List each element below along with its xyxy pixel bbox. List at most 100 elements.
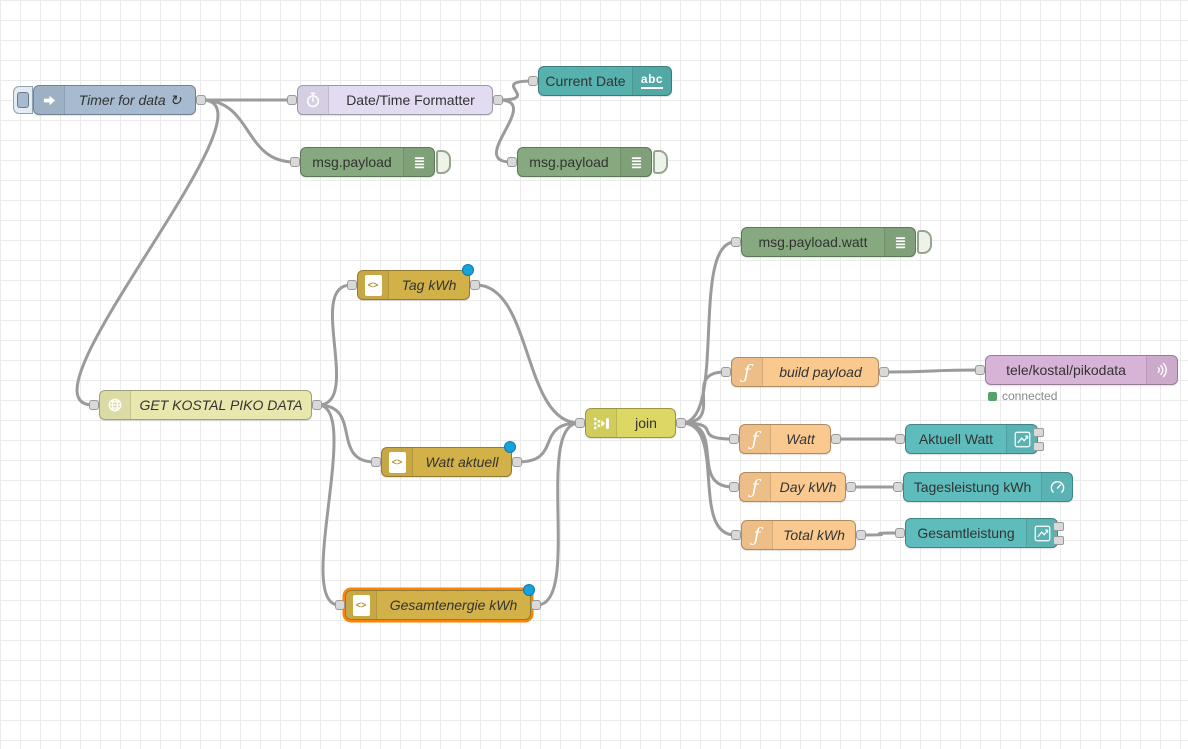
node-mqtt[interactable]: tele/kostal/pikodata connected — [975, 355, 1178, 403]
wire-join-to-total_fn[interactable] — [680, 421, 737, 537]
side-port[interactable] — [1053, 522, 1064, 531]
wire-join-to-build_payload[interactable] — [680, 370, 727, 425]
chart-line-icon — [1006, 425, 1037, 453]
wire-timer-to-debug1[interactable] — [200, 98, 296, 164]
wire-http-to-gesamt[interactable] — [316, 403, 341, 607]
input-port[interactable] — [895, 528, 905, 538]
wire-datetime-to-debug2[interactable] — [495, 98, 515, 164]
status-text: connected — [1002, 389, 1058, 403]
input-port[interactable] — [335, 600, 345, 610]
node-label: Gesamtleistung — [917, 525, 1015, 541]
html-file-icon: <> — [358, 271, 389, 299]
output-port[interactable] — [512, 457, 522, 467]
input-port[interactable] — [507, 157, 517, 167]
join-icon — [586, 409, 617, 437]
node-label: Current Date — [545, 73, 626, 89]
output-port[interactable] — [846, 482, 856, 492]
node-join[interactable]: join — [575, 408, 686, 438]
output-port[interactable] — [856, 530, 866, 540]
input-port[interactable] — [575, 418, 585, 428]
input-port[interactable] — [287, 95, 297, 105]
output-port[interactable] — [531, 600, 541, 610]
input-port[interactable] — [89, 400, 99, 410]
node-currentdate[interactable]: Current Date abc — [528, 66, 672, 96]
debug-list-icon — [403, 148, 434, 176]
wire-http-to-tag[interactable] — [316, 283, 353, 407]
input-port[interactable] — [895, 434, 905, 444]
function-icon: ƒ — [740, 425, 771, 453]
text-abc-icon: abc — [632, 67, 671, 95]
input-port[interactable] — [729, 434, 739, 444]
node-gesamtleistung[interactable]: Gesamtleistung — [895, 518, 1064, 548]
inject-arrow-icon — [34, 86, 65, 114]
node-label: Tagesleistung kWh — [913, 479, 1032, 495]
node-label: Watt — [786, 431, 815, 447]
input-port[interactable] — [893, 482, 903, 492]
node-status: connected — [988, 389, 1057, 403]
node-debugwatt[interactable]: msg.payload.watt — [731, 227, 932, 257]
node-label: msg.payload — [529, 154, 609, 170]
node-label: Aktuell Watt — [918, 431, 994, 447]
node-watt_fn[interactable]: ƒ Watt — [729, 424, 841, 454]
output-port[interactable] — [312, 400, 322, 410]
node-label: Date/Time Formatter — [346, 92, 475, 108]
debug-toggle-button[interactable] — [917, 230, 932, 254]
node-debug2[interactable]: msg.payload — [507, 147, 668, 177]
node-timer[interactable]: Timer for data ↻ — [13, 85, 206, 115]
input-port[interactable] — [975, 365, 985, 375]
inject-button[interactable] — [13, 86, 33, 114]
debug-toggle-button[interactable] — [436, 150, 451, 174]
node-tag[interactable]: <>Tag kWh — [347, 264, 480, 300]
output-port[interactable] — [493, 95, 503, 105]
node-gesamt[interactable]: <> Gesamtenergie kWh — [335, 584, 541, 620]
output-port[interactable] — [196, 95, 206, 105]
wire-watt_aktuell-to-join[interactable] — [516, 421, 581, 464]
wire-timer-to-http[interactable] — [75, 98, 220, 407]
wire-build_payload-to-mqtt[interactable] — [883, 368, 981, 374]
input-port[interactable] — [731, 237, 741, 247]
html-file-icon: <> — [346, 591, 377, 619]
input-port[interactable] — [371, 457, 381, 467]
function-icon: ƒ — [742, 521, 773, 549]
output-port[interactable] — [676, 418, 686, 428]
input-port[interactable] — [721, 367, 731, 377]
changed-indicator — [504, 441, 516, 453]
node-label: tele/kostal/pikodata — [1006, 362, 1126, 378]
output-port[interactable] — [831, 434, 841, 444]
node-watt_aktuell[interactable]: <>Watt aktuell — [371, 441, 522, 477]
input-port[interactable] — [528, 76, 538, 86]
node-label: Gesamtenergie kWh — [389, 597, 518, 613]
output-port[interactable] — [879, 367, 889, 377]
node-label: Watt aktuell — [425, 454, 499, 470]
debug-list-icon — [884, 228, 915, 256]
wire-total_fn-to-gesamtleistung[interactable] — [860, 531, 901, 537]
node-datetime[interactable]: Date/Time Formatter — [287, 85, 503, 115]
wire-join-to-debugwatt[interactable] — [680, 240, 737, 425]
input-port[interactable] — [731, 530, 741, 540]
side-port[interactable] — [1053, 536, 1064, 545]
input-port[interactable] — [729, 482, 739, 492]
node-total_fn[interactable]: ƒ Total kWh — [731, 520, 866, 550]
node-http[interactable]: GET KOSTAL PIKO DATA — [89, 390, 322, 420]
wire-gesamt-to-join[interactable] — [535, 421, 581, 607]
node-label: Day kWh — [779, 479, 837, 495]
wire-datetime-to-currentdate[interactable] — [497, 79, 534, 102]
node-label: build payload — [779, 364, 862, 380]
input-port[interactable] — [347, 280, 357, 290]
wire-tag-to-join[interactable] — [474, 283, 581, 425]
node-debug1[interactable]: msg.payload — [290, 147, 451, 177]
node-aktuell_watt[interactable]: Aktuell Watt — [895, 424, 1044, 454]
node-label: join — [635, 415, 657, 431]
side-port[interactable] — [1033, 442, 1044, 451]
input-port[interactable] — [290, 157, 300, 167]
node-label: Total kWh — [783, 527, 845, 543]
debug-list-icon — [620, 148, 651, 176]
side-port[interactable] — [1033, 428, 1044, 437]
output-port[interactable] — [470, 280, 480, 290]
debug-toggle-button[interactable] — [653, 150, 668, 174]
node-tagesleistung[interactable]: Tagesleistung kWh — [893, 472, 1073, 502]
wire-http-to-watt_aktuell[interactable] — [316, 403, 377, 464]
